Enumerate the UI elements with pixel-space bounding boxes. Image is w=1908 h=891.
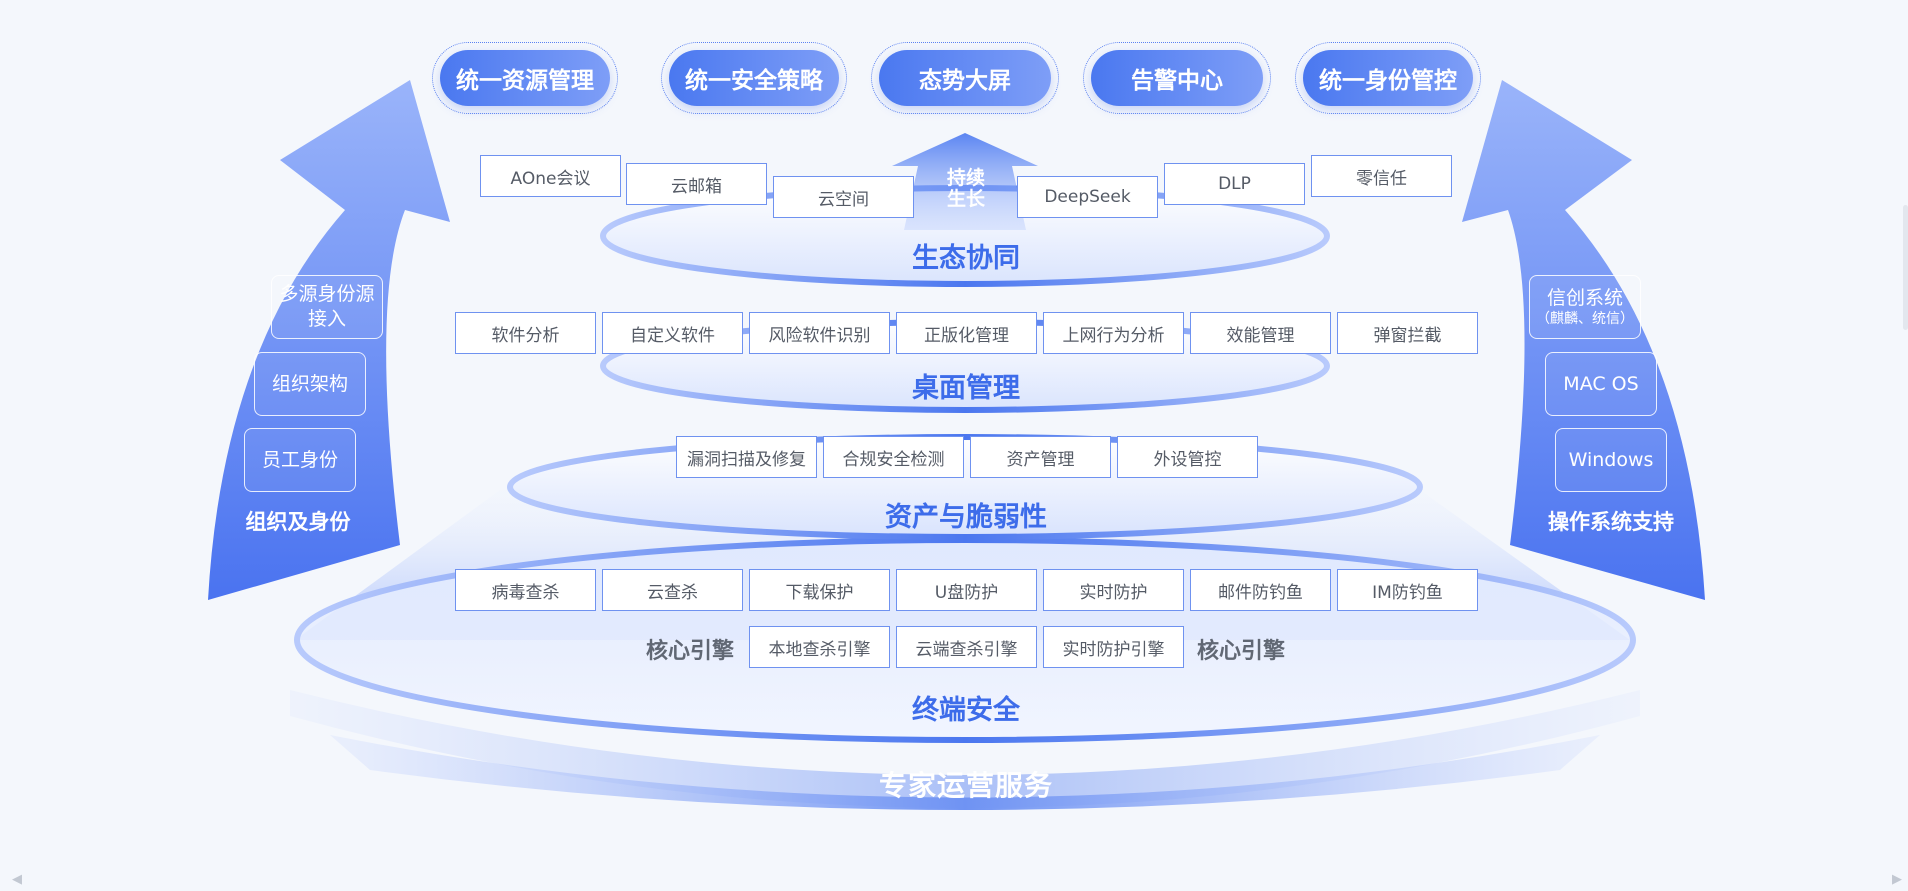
scroll-right-icon[interactable]: ▶ (1892, 872, 1902, 887)
right-item-macos[interactable]: MAC OS (1545, 352, 1657, 416)
right-item-windows[interactable]: Windows (1555, 428, 1667, 492)
eco-item-deepseek[interactable]: DeepSeek (1017, 176, 1158, 218)
asset-title: 资产与脆弱性 (885, 502, 1047, 533)
engine-realtime[interactable]: 实时防护引擎 (1043, 626, 1184, 668)
endpoint-item-realtime[interactable]: 实时防护 (1043, 569, 1184, 611)
capability-policy-label: 统一安全策略 (669, 50, 839, 106)
endpoint-item-im-phishing[interactable]: IM防钓鱼 (1337, 569, 1478, 611)
service-band (290, 690, 1640, 808)
capability-alert[interactable]: 告警中心 (1083, 42, 1271, 114)
endpoint-item-mail-phishing[interactable]: 邮件防钓鱼 (1190, 569, 1331, 611)
capability-policy[interactable]: 统一安全策略 (661, 42, 847, 114)
desktop-item-software-analysis[interactable]: 软件分析 (455, 312, 596, 354)
desktop-title: 桌面管理 (912, 373, 1020, 404)
service-title: 专家运营服务 (878, 769, 1054, 802)
growth-arrow (892, 133, 1038, 230)
eco-item-aone[interactable]: AOne会议 (480, 155, 621, 197)
capability-identity-label: 统一身份管控 (1303, 50, 1473, 106)
left-item-multi-source-line2: 接入 (307, 308, 346, 330)
engine-label-right: 核心引擎 (1196, 639, 1286, 664)
desktop-item-web-behavior[interactable]: 上网行为分析 (1043, 312, 1184, 354)
endpoint-title: 终端安全 (912, 695, 1020, 726)
growth-line-2: 生长 (946, 187, 986, 210)
service-band-main (330, 735, 1600, 810)
left-arrow-label: 组织及身份 (245, 510, 351, 534)
left-item-employee[interactable]: 员工身份 (244, 428, 356, 492)
desktop-item-risk-software[interactable]: 风险软件识别 (749, 312, 890, 354)
capability-resource[interactable]: 统一资源管理 (432, 42, 618, 114)
right-item-xinchuang-sub: （麒麟、统信） (1536, 311, 1634, 328)
asset-item-compliance[interactable]: 合规安全检测 (823, 436, 964, 478)
endpoint-item-usb[interactable]: U盘防护 (896, 569, 1037, 611)
eco-item-space[interactable]: 云空间 (773, 176, 914, 218)
desktop-item-licensing[interactable]: 正版化管理 (896, 312, 1037, 354)
desktop-item-popup-block[interactable]: 弹窗拦截 (1337, 312, 1478, 354)
desktop-item-efficiency[interactable]: 效能管理 (1190, 312, 1331, 354)
eco-item-zerotrust[interactable]: 零信任 (1311, 155, 1452, 197)
growth-line-1: 持续 (946, 167, 986, 189)
asset-item-asset-mgmt[interactable]: 资产管理 (970, 436, 1111, 478)
endpoint-item-download[interactable]: 下载保护 (749, 569, 890, 611)
eco-item-mail[interactable]: 云邮箱 (626, 163, 767, 205)
engine-local[interactable]: 本地查杀引擎 (749, 626, 890, 668)
engine-cloud[interactable]: 云端查杀引擎 (896, 626, 1037, 668)
capability-screen[interactable]: 态势大屏 (871, 42, 1059, 114)
right-arrow-label: 操作系统支持 (1548, 510, 1674, 534)
eco-item-dlp[interactable]: DLP (1164, 163, 1305, 205)
capability-identity[interactable]: 统一身份管控 (1295, 42, 1481, 114)
left-item-org[interactable]: 组织架构 (254, 352, 366, 416)
right-item-xinchuang-label: 信创系统 (1546, 286, 1623, 309)
asset-item-peripheral[interactable]: 外设管控 (1117, 436, 1258, 478)
right-arrow (1462, 80, 1705, 600)
scroll-left-icon[interactable]: ◀ (12, 872, 22, 887)
capability-alert-label: 告警中心 (1091, 50, 1263, 106)
endpoint-item-virus[interactable]: 病毒查杀 (455, 569, 596, 611)
left-item-multi-source[interactable]: 多源身份源 接入 (271, 275, 383, 339)
asset-item-vuln-scan[interactable]: 漏洞扫描及修复 (676, 436, 817, 478)
endpoint-item-cloud-scan[interactable]: 云查杀 (602, 569, 743, 611)
capability-screen-label: 态势大屏 (879, 50, 1051, 106)
right-item-xinchuang[interactable]: 信创系统 （麒麟、统信） (1529, 275, 1641, 339)
engine-label-left: 核心引擎 (645, 639, 735, 664)
vertical-scrollbar[interactable] (1903, 205, 1908, 330)
desktop-item-custom-software[interactable]: 自定义软件 (602, 312, 743, 354)
ecosystem-title: 生态协同 (912, 243, 1020, 274)
left-item-multi-source-line1: 多源身份源 (279, 283, 375, 306)
growth-arrow-text: 持续 生长 (947, 168, 985, 210)
capability-resource-label: 统一资源管理 (440, 50, 610, 106)
left-arrow (208, 80, 450, 600)
